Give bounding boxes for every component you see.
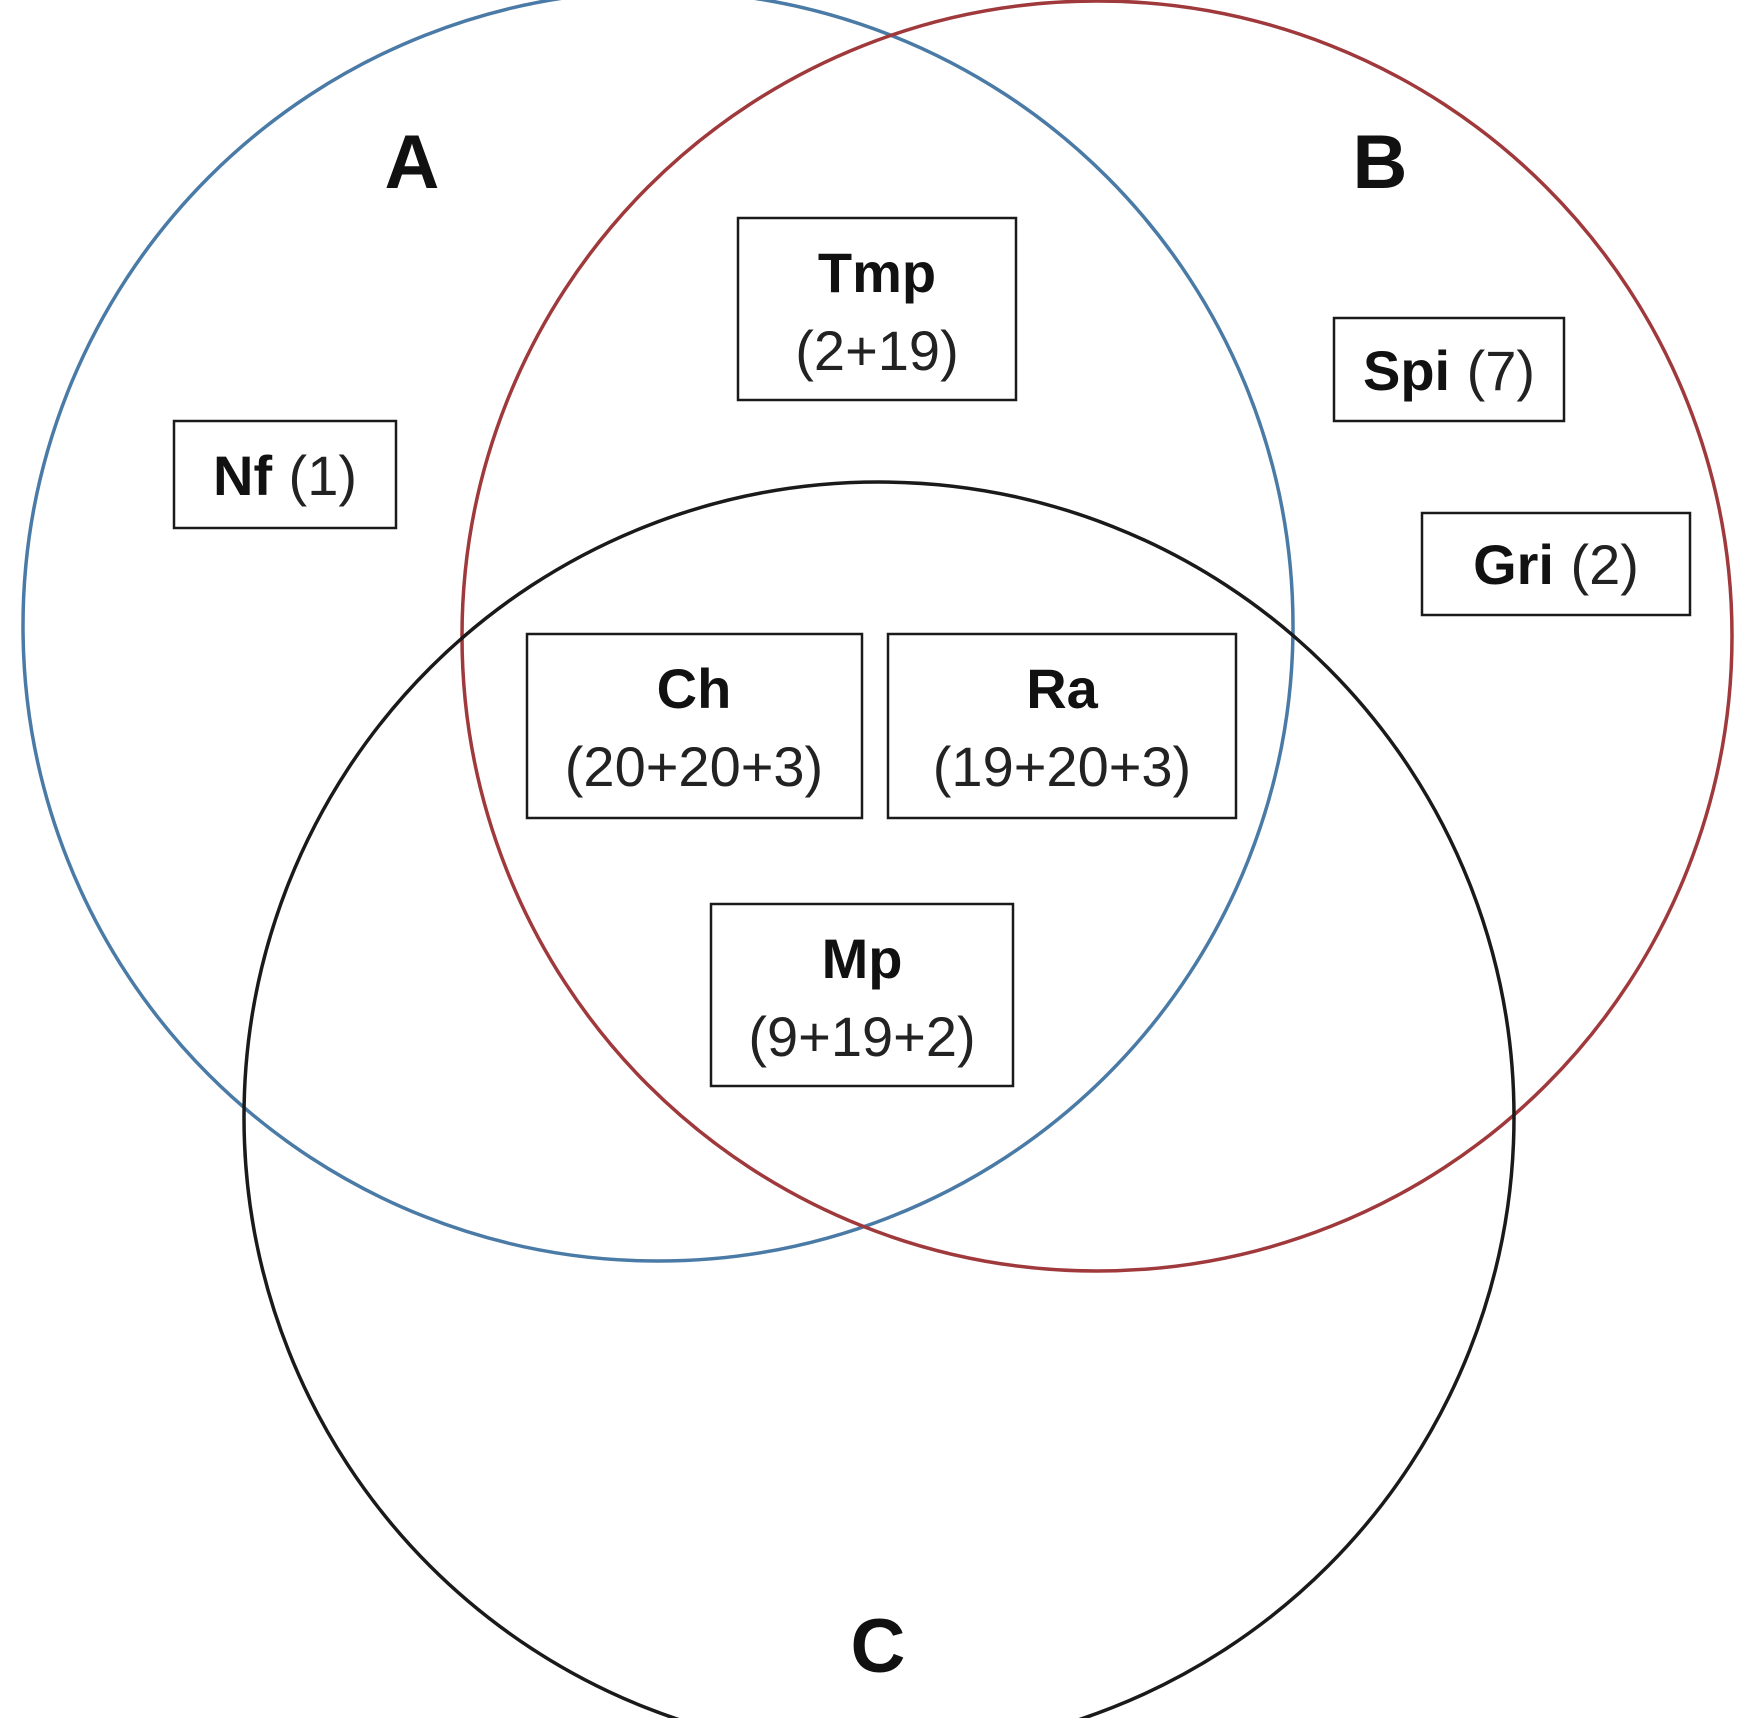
- item-count-nf: (1): [289, 444, 357, 507]
- item-count-ra: (19+20+3): [933, 735, 1191, 798]
- item-count-gri: (2): [1570, 533, 1638, 596]
- item-box-ra: Ra (19+20+3): [886, 632, 1238, 820]
- item-box-tmp: Tmp (2+19): [736, 216, 1018, 402]
- item-count-spi: (7): [1467, 339, 1535, 402]
- item-count-ch: (20+20+3): [565, 735, 823, 798]
- item-name-nf: Nf: [213, 444, 272, 507]
- item-box-mp: Mp (9+19+2): [709, 902, 1015, 1088]
- set-c-circle: [242, 480, 1516, 1718]
- svg-text:Gri (2): Gri (2): [1473, 533, 1639, 596]
- item-name-mp: Mp: [822, 927, 903, 990]
- set-c-label: C: [851, 1604, 906, 1689]
- item-count-mp: (9+19+2): [748, 1005, 975, 1068]
- item-name-spi: Spi: [1363, 339, 1450, 402]
- item-box-gri: Gri (2): [1420, 511, 1692, 617]
- item-name-tmp: Tmp: [818, 241, 936, 304]
- item-name-ra: Ra: [1026, 657, 1098, 720]
- set-a-circle: [21, 0, 1295, 1263]
- item-box-nf: Nf (1): [172, 419, 398, 530]
- set-a-label: A: [385, 120, 440, 205]
- svg-text:Nf (1): Nf (1): [213, 444, 357, 507]
- item-name-ch: Ch: [657, 657, 732, 720]
- item-box-spi: Spi (7): [1332, 316, 1566, 423]
- svg-text:Spi (7): Spi (7): [1363, 339, 1535, 402]
- item-name-gri: Gri: [1473, 533, 1554, 596]
- item-box-ch: Ch (20+20+3): [525, 632, 864, 820]
- set-b-label: B: [1353, 120, 1408, 205]
- item-count-tmp: (2+19): [795, 319, 958, 382]
